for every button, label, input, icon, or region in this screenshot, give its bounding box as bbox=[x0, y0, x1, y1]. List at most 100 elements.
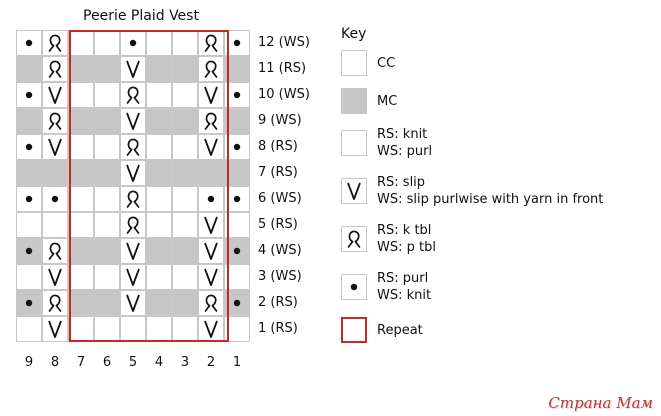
chart-cell bbox=[16, 160, 42, 186]
chart-cell bbox=[42, 30, 68, 56]
chart-cell bbox=[16, 264, 42, 290]
purl-dot-icon bbox=[233, 195, 241, 203]
slip-v-icon bbox=[126, 164, 140, 182]
chart-cell bbox=[198, 134, 224, 160]
chart-cell bbox=[42, 290, 68, 316]
twisted-loop-icon bbox=[48, 112, 62, 130]
key-label-line: MC bbox=[377, 93, 398, 109]
chart-cell bbox=[172, 212, 198, 238]
row-label: 5 (RS) bbox=[258, 217, 298, 232]
slip-v-icon bbox=[48, 86, 62, 104]
chart-cell bbox=[172, 160, 198, 186]
purl-dot-icon bbox=[25, 39, 33, 47]
chart-cell bbox=[120, 30, 146, 56]
key-swatch-repeat bbox=[341, 317, 367, 343]
slip-v-icon bbox=[48, 268, 62, 286]
chart-cell bbox=[120, 108, 146, 134]
row-label: 2 (RS) bbox=[258, 295, 298, 310]
purl-dot-icon bbox=[233, 143, 241, 151]
chart-cell bbox=[172, 238, 198, 264]
chart-cell bbox=[224, 30, 250, 56]
chart-cell bbox=[42, 186, 68, 212]
chart-cell bbox=[42, 160, 68, 186]
column-label: 8 bbox=[50, 355, 60, 370]
key-label-line: RS: slip bbox=[377, 175, 426, 190]
row-label: 1 (RS) bbox=[258, 321, 298, 336]
twisted-loop-icon bbox=[126, 216, 140, 234]
chart-cell bbox=[146, 82, 172, 108]
chart-cell bbox=[120, 316, 146, 342]
chart-cell bbox=[68, 108, 94, 134]
key-label-line: WS: p tbl bbox=[377, 240, 436, 255]
chart-cell bbox=[198, 108, 224, 134]
chart-cell bbox=[146, 134, 172, 160]
chart-cell bbox=[198, 30, 224, 56]
purl-dot-icon bbox=[25, 247, 33, 255]
chart-cell bbox=[146, 30, 172, 56]
twisted-loop-icon bbox=[48, 294, 62, 312]
column-label: 5 bbox=[128, 355, 138, 370]
chart-cell bbox=[94, 186, 120, 212]
row-label: 9 (WS) bbox=[258, 113, 302, 128]
watermark: Страна Мам bbox=[548, 394, 653, 412]
twisted-loop-icon bbox=[48, 242, 62, 260]
row-label: 4 (WS) bbox=[258, 243, 302, 258]
key-swatch-ktbl bbox=[341, 226, 367, 252]
slip-v-icon bbox=[204, 320, 218, 338]
chart-cell bbox=[120, 134, 146, 160]
chart-cell bbox=[146, 186, 172, 212]
chart-cell bbox=[42, 108, 68, 134]
chart-cell bbox=[68, 238, 94, 264]
twisted-loop-icon bbox=[126, 86, 140, 104]
purl-dot-icon bbox=[129, 39, 137, 47]
chart-cell bbox=[146, 212, 172, 238]
chart-cell bbox=[172, 186, 198, 212]
chart-cell bbox=[42, 134, 68, 160]
slip-v-icon bbox=[126, 112, 140, 130]
chart-cell bbox=[16, 212, 42, 238]
key-label-line: RS: k tbl bbox=[377, 223, 432, 238]
chart-cell bbox=[198, 316, 224, 342]
row-label: 3 (WS) bbox=[258, 269, 302, 284]
twisted-loop-icon bbox=[204, 294, 218, 312]
chart-cell bbox=[224, 264, 250, 290]
chart-cell bbox=[146, 290, 172, 316]
chart-cell bbox=[198, 212, 224, 238]
chart-cell bbox=[16, 316, 42, 342]
chart-cell bbox=[68, 290, 94, 316]
chart-cell bbox=[94, 160, 120, 186]
column-label: 4 bbox=[154, 355, 164, 370]
chart-cell bbox=[42, 264, 68, 290]
chart-cell bbox=[94, 238, 120, 264]
purl-dot-icon bbox=[233, 91, 241, 99]
column-label: 7 bbox=[76, 355, 86, 370]
slip-v-icon bbox=[204, 242, 218, 260]
chart-cell bbox=[224, 108, 250, 134]
chart-cell bbox=[146, 316, 172, 342]
chart-cell bbox=[224, 56, 250, 82]
chart-cell bbox=[172, 264, 198, 290]
slip-v-icon bbox=[347, 182, 361, 200]
chart-cell bbox=[68, 186, 94, 212]
chart-cell bbox=[224, 212, 250, 238]
chart-cell bbox=[94, 264, 120, 290]
key-label-line: Repeat bbox=[377, 322, 423, 338]
chart-cell bbox=[198, 56, 224, 82]
row-label: 7 (RS) bbox=[258, 165, 298, 180]
slip-v-icon bbox=[204, 86, 218, 104]
row-label: 8 (RS) bbox=[258, 139, 298, 154]
chart-cell bbox=[172, 82, 198, 108]
chart-cell bbox=[68, 134, 94, 160]
purl-dot-icon bbox=[207, 195, 215, 203]
chart-cell bbox=[16, 186, 42, 212]
chart-cell bbox=[94, 30, 120, 56]
chart-cell bbox=[198, 82, 224, 108]
chart-cell bbox=[120, 186, 146, 212]
key-label: Repeat bbox=[377, 322, 423, 339]
chart-cell bbox=[16, 56, 42, 82]
purl-dot-icon bbox=[233, 299, 241, 307]
chart-cell bbox=[224, 134, 250, 160]
chart-cell bbox=[16, 30, 42, 56]
